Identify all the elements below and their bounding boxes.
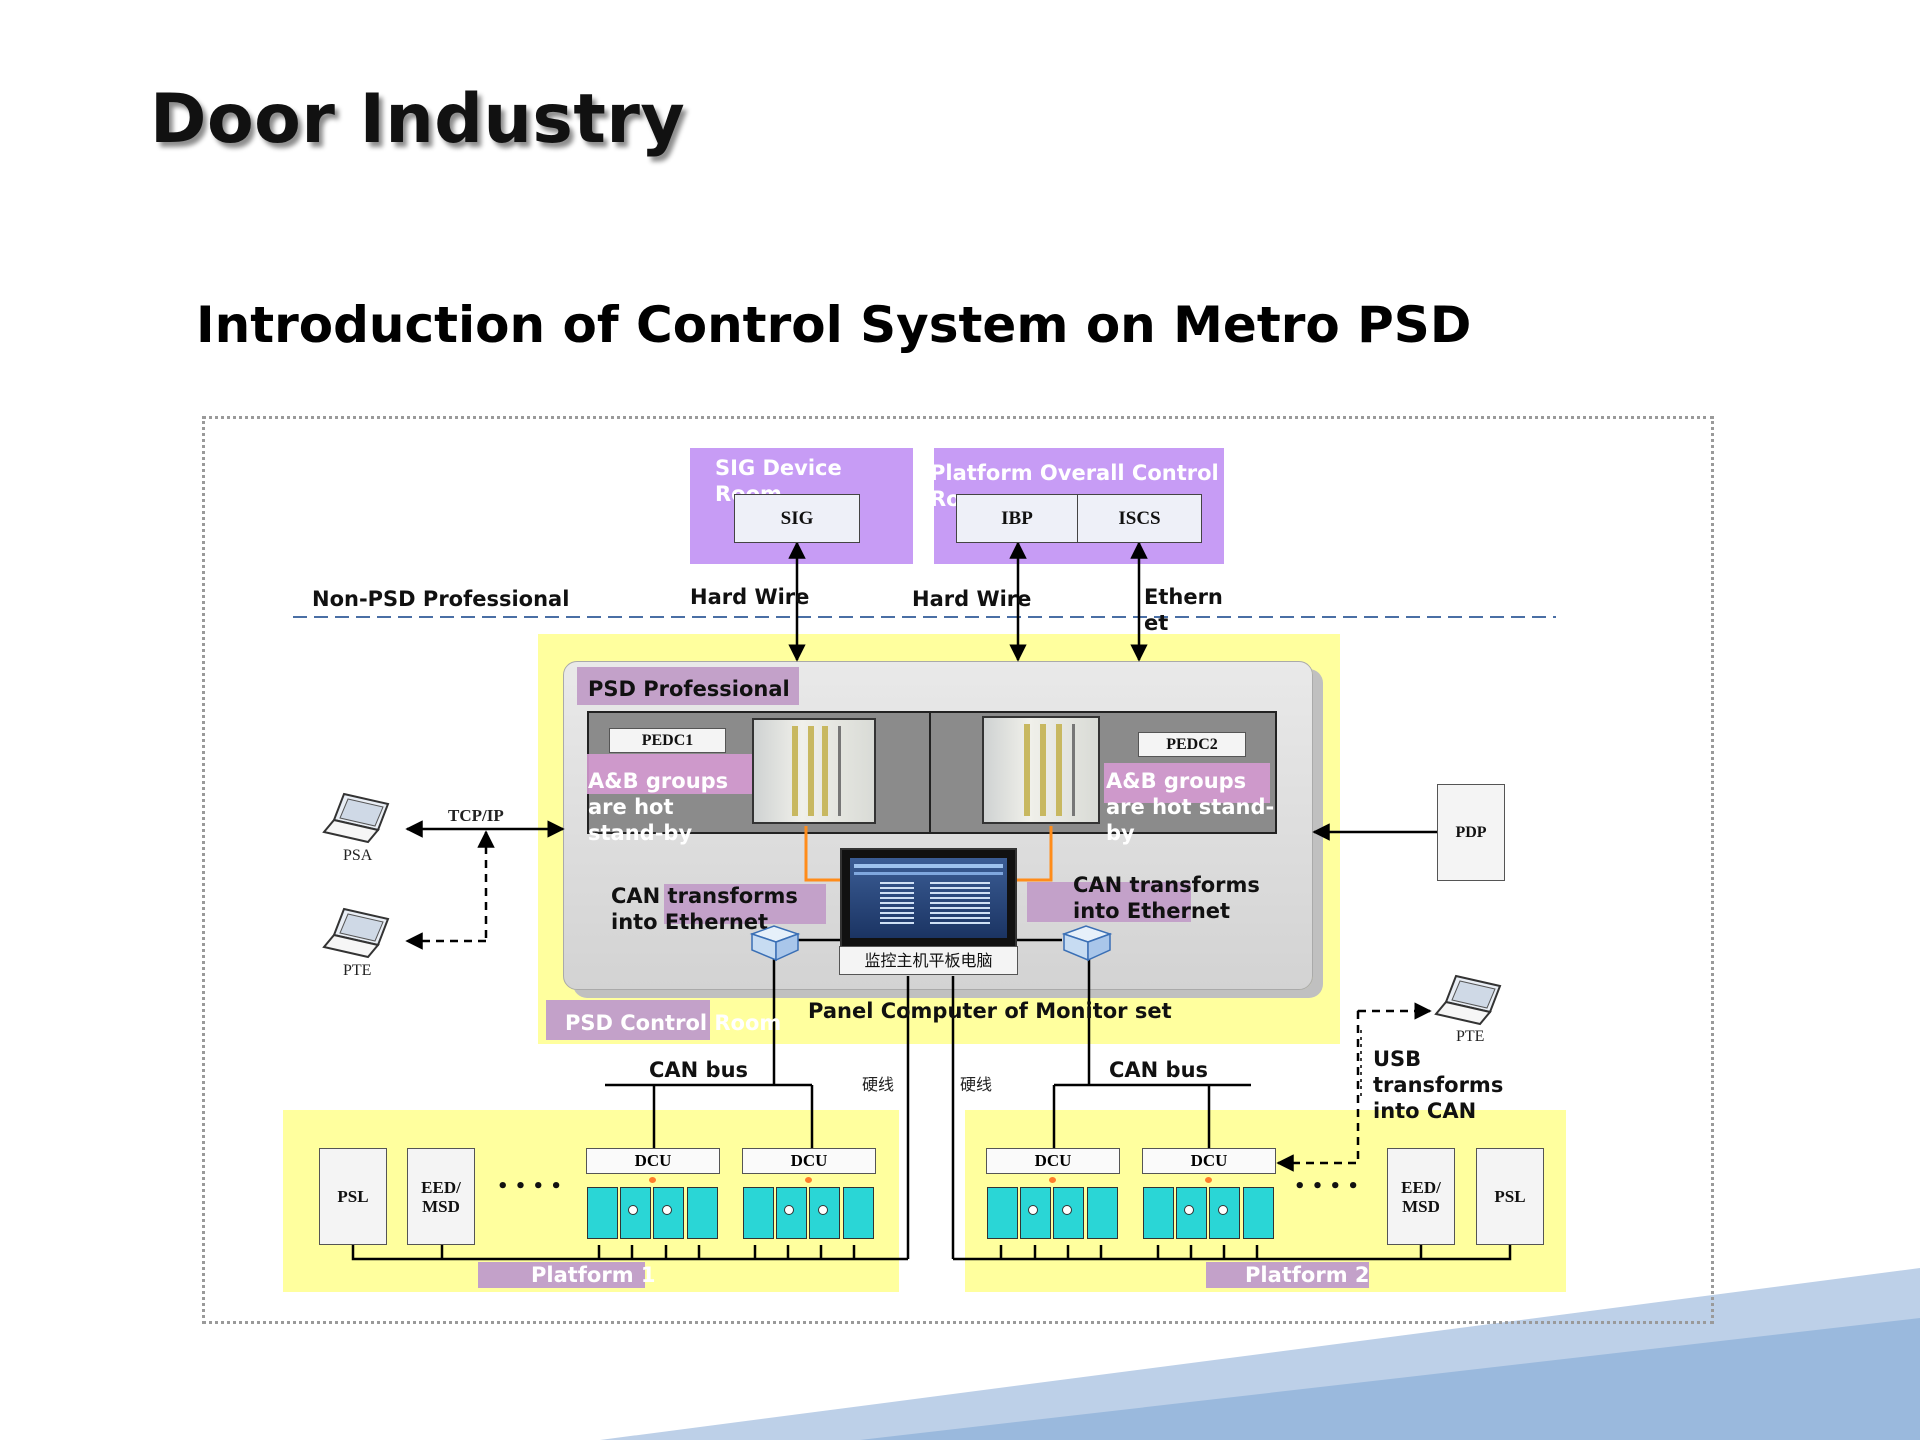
- p2-door: [1143, 1187, 1174, 1239]
- psd-professional-tag-bg: [577, 667, 799, 705]
- platform2-dcu-2: DCU: [1142, 1148, 1276, 1174]
- p1-door: [587, 1187, 618, 1239]
- monitor-screen: [840, 848, 1017, 948]
- p1-door-sensor: [784, 1205, 794, 1215]
- p2-door: [1209, 1187, 1240, 1239]
- platform1-dots: • • • •: [497, 1176, 562, 1197]
- can-bus-right-label: CAN bus: [1109, 1058, 1209, 1082]
- iscs-box: ISCS: [1077, 494, 1202, 543]
- platform2-dcu-1: DCU: [986, 1148, 1120, 1174]
- laptop-pte-left-icon: [322, 907, 390, 959]
- platform1-dcu-1: DCU: [586, 1148, 720, 1174]
- platform2-dots: • • • •: [1294, 1176, 1359, 1197]
- ab-right-bg: [1104, 763, 1270, 803]
- p2-door-sensor: [1028, 1205, 1038, 1215]
- p2-door: [1087, 1187, 1118, 1239]
- platform1-dcu-2: DCU: [742, 1148, 876, 1174]
- p1-door: [843, 1187, 874, 1239]
- tcpip-label: TCP/IP: [448, 806, 504, 825]
- ab-right-label: A&B groups are hot stand-by: [1106, 769, 1275, 845]
- p1-door-sensor: [818, 1205, 828, 1215]
- ab-left-bg: [587, 754, 755, 794]
- platform1-eed: EED/ MSD: [407, 1148, 475, 1245]
- non-psd-label: Non-PSD Professional: [312, 587, 570, 611]
- laptop-pte-right-icon: [1434, 974, 1502, 1026]
- p2-door: [987, 1187, 1018, 1239]
- platform1-label: Platform 1: [531, 1263, 656, 1287]
- pedc-divider: [929, 711, 931, 834]
- can-eth-left-bg: [664, 884, 826, 924]
- ab-left-label: A&B groups are hot stand-by: [588, 769, 729, 845]
- platform2-tag-bg: [1206, 1262, 1369, 1288]
- p1-dcu-led: [805, 1177, 812, 1183]
- pedc1-rack: [752, 718, 876, 824]
- slide-title: Door Industry: [150, 80, 686, 159]
- p1-door-sensor: [628, 1205, 638, 1215]
- ibp-box: IBP: [956, 494, 1078, 543]
- platform2-psl: PSL: [1476, 1148, 1544, 1245]
- pedc1-box: PEDC1: [609, 728, 726, 753]
- psd-professional-label: PSD Professional: [588, 677, 790, 701]
- platform2-eed: EED/ MSD: [1387, 1148, 1455, 1245]
- monitor-caption: 监控主机平板电脑: [839, 946, 1018, 975]
- p2-door-sensor: [1218, 1205, 1228, 1215]
- pdp-box: PDP: [1437, 784, 1505, 881]
- hard-wire-label-2: Hard Wire: [912, 587, 1032, 611]
- p1-dcu-led: [649, 1177, 656, 1183]
- diagram-frame: [202, 416, 1714, 1324]
- laptop-psa-icon: [322, 792, 390, 844]
- panel-computer-label: Panel Computer of Monitor set: [808, 999, 1172, 1023]
- psd-control-room-bg: [546, 1000, 710, 1040]
- p2-door-sensor: [1184, 1205, 1194, 1215]
- can-bus-left-label: CAN bus: [649, 1058, 749, 1082]
- p2-dcu-led: [1049, 1177, 1056, 1183]
- hardwire-cn-right: 硬线: [960, 1077, 993, 1094]
- p1-door: [743, 1187, 774, 1239]
- psa-label: PSA: [343, 847, 373, 864]
- platform1-tag-bg: [478, 1262, 645, 1288]
- p1-door: [687, 1187, 718, 1239]
- ethernet-label: Ethernet: [1144, 585, 1223, 635]
- can-eth-right-label: CAN transforms into Ethernet: [1073, 873, 1260, 923]
- hardwire-cn-left: 硬线: [862, 1077, 895, 1094]
- pte-right-label: PTE: [1456, 1028, 1485, 1045]
- p2-door-sensor: [1062, 1205, 1072, 1215]
- pte-left-label: PTE: [343, 962, 372, 979]
- psd-control-room-label: PSD Control Room: [565, 1011, 782, 1035]
- pedc2-rack: [982, 716, 1100, 824]
- p2-door: [1243, 1187, 1274, 1239]
- platform1-psl: PSL: [319, 1148, 387, 1245]
- platform2-label: Platform 2: [1245, 1263, 1370, 1287]
- sig-box: SIG: [734, 494, 860, 543]
- p1-door-sensor: [662, 1205, 672, 1215]
- pedc2-box: PEDC2: [1138, 732, 1246, 757]
- hard-wire-label-1: Hard Wire: [690, 585, 810, 609]
- slide-subtitle: Introduction of Control System on Metro …: [196, 296, 1472, 354]
- can-eth-left-label: CAN transforms into Ethernet: [611, 884, 798, 934]
- can-eth-right-bg: [1027, 882, 1191, 922]
- p2-dcu-led: [1205, 1177, 1212, 1183]
- converter-right-icon: [1061, 925, 1113, 962]
- converter-left-icon: [749, 925, 801, 962]
- usb-can-label: USB transforms into CAN: [1373, 1047, 1504, 1123]
